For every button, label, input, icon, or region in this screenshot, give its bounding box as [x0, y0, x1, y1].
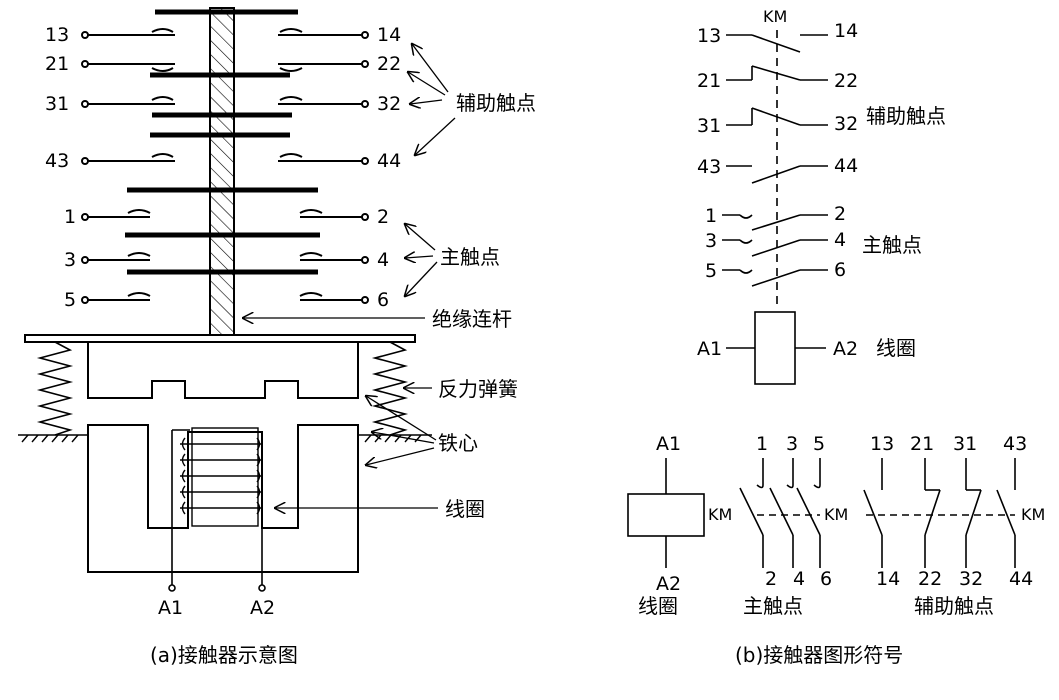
sym-13: 13 [697, 25, 721, 47]
schematic-labels: 13 21 31 43 1 3 5 14 22 32 44 2 4 6 辅助触点… [45, 24, 536, 667]
low-14: 14 [876, 568, 900, 590]
low-km-1: KM [708, 505, 732, 524]
sym-22: 22 [834, 70, 858, 92]
symbols-upper-labels: KM 13 21 31 43 1 3 5 14 22 32 44 2 4 6 辅… [697, 7, 946, 360]
low-3: 3 [786, 433, 798, 455]
low-21: 21 [910, 433, 934, 455]
sym-aux-label: 辅助触点 [866, 104, 946, 128]
coil-leads [168, 429, 266, 592]
sym-main-label: 主触点 [862, 233, 922, 257]
coil-terminal-a2: A2 [250, 597, 275, 619]
low-coil-label: 线圈 [638, 594, 678, 618]
contactor-schematic [18, 7, 456, 592]
coil-winding [180, 427, 262, 527]
low-13: 13 [870, 433, 894, 455]
coil-terminal-a1: A1 [158, 597, 183, 619]
terminal-14: 14 [377, 24, 401, 46]
low-main-label: 主触点 [743, 594, 803, 618]
low-aux-label: 辅助触点 [914, 594, 994, 618]
sym-21: 21 [697, 70, 721, 92]
right-spring [371, 341, 409, 436]
left-spring [36, 341, 74, 436]
terminal-31: 31 [45, 93, 69, 115]
contactor-symbol-vertical [722, 30, 828, 385]
terminal-32: 32 [377, 93, 401, 115]
terminal-5: 5 [64, 289, 76, 311]
sym-5: 5 [705, 260, 717, 282]
terminal-43: 43 [45, 150, 69, 172]
sym-4: 4 [834, 229, 846, 251]
low-1: 1 [756, 433, 768, 455]
coil-symbol [754, 311, 796, 385]
spring-label: 反力弹簧 [438, 377, 518, 401]
contactor-symbol-horizontal [627, 458, 1016, 568]
low-44: 44 [1009, 568, 1033, 590]
left-terminal-wires [81, 28, 175, 304]
sym-3: 3 [705, 230, 717, 252]
terminal-44: 44 [377, 150, 401, 172]
low-4: 4 [793, 568, 805, 590]
low-km-3: KM [1021, 505, 1045, 524]
low-5: 5 [813, 433, 825, 455]
terminal-3: 3 [64, 249, 76, 271]
moving-contact-bars [125, 9, 320, 275]
terminal-22: 22 [377, 53, 401, 75]
sym-coil-a1: A1 [697, 338, 722, 360]
low-22: 22 [918, 568, 942, 590]
coil-symbol-lower [627, 493, 705, 537]
fixed-core [87, 424, 359, 573]
sym-43: 43 [697, 156, 721, 178]
low-31: 31 [953, 433, 977, 455]
low-2: 2 [765, 568, 777, 590]
caption-a: (a)接触器示意图 [150, 643, 298, 667]
sym-1: 1 [705, 205, 717, 227]
low-coil-a1: A1 [656, 433, 681, 455]
sym-6: 6 [834, 259, 846, 281]
low-6: 6 [820, 568, 832, 590]
low-32: 32 [959, 568, 983, 590]
armature-plate [24, 334, 416, 343]
label-arrows [243, 44, 456, 508]
sym-coil-a2: A2 [833, 338, 858, 360]
sym-32: 32 [834, 113, 858, 135]
terminal-4: 4 [377, 249, 389, 271]
insulating-rod-label: 绝缘连杆 [432, 307, 512, 331]
sym-44: 44 [834, 155, 858, 177]
km-label-top: KM [763, 7, 787, 26]
terminal-6: 6 [377, 289, 389, 311]
low-km-2: KM [824, 505, 848, 524]
terminal-13: 13 [45, 24, 69, 46]
sym-coil-label: 线圈 [876, 336, 916, 360]
right-terminal-wires [278, 28, 369, 304]
sym-14: 14 [834, 20, 858, 42]
sym-31: 31 [697, 115, 721, 137]
low-43: 43 [1003, 433, 1027, 455]
terminal-21: 21 [45, 53, 69, 75]
core-label: 铁心 [438, 431, 478, 455]
moving-armature [87, 342, 359, 399]
insulating-rod [209, 7, 235, 341]
ground-hatch [18, 434, 432, 443]
symbols-lower-labels: A1 A2 线圈 KM KM KM 1 3 5 2 4 6 主触点 13 21 … [638, 433, 1045, 667]
main-contacts-label: 主触点 [440, 245, 500, 269]
aux-contacts-label: 辅助触点 [456, 91, 536, 115]
sym-2: 2 [834, 203, 846, 225]
terminal-2: 2 [377, 206, 389, 228]
terminal-1: 1 [64, 206, 76, 228]
caption-b: (b)接触器图形符号 [735, 643, 903, 667]
coil-label: 线圈 [445, 497, 485, 521]
low-coil-a2: A2 [656, 573, 681, 595]
